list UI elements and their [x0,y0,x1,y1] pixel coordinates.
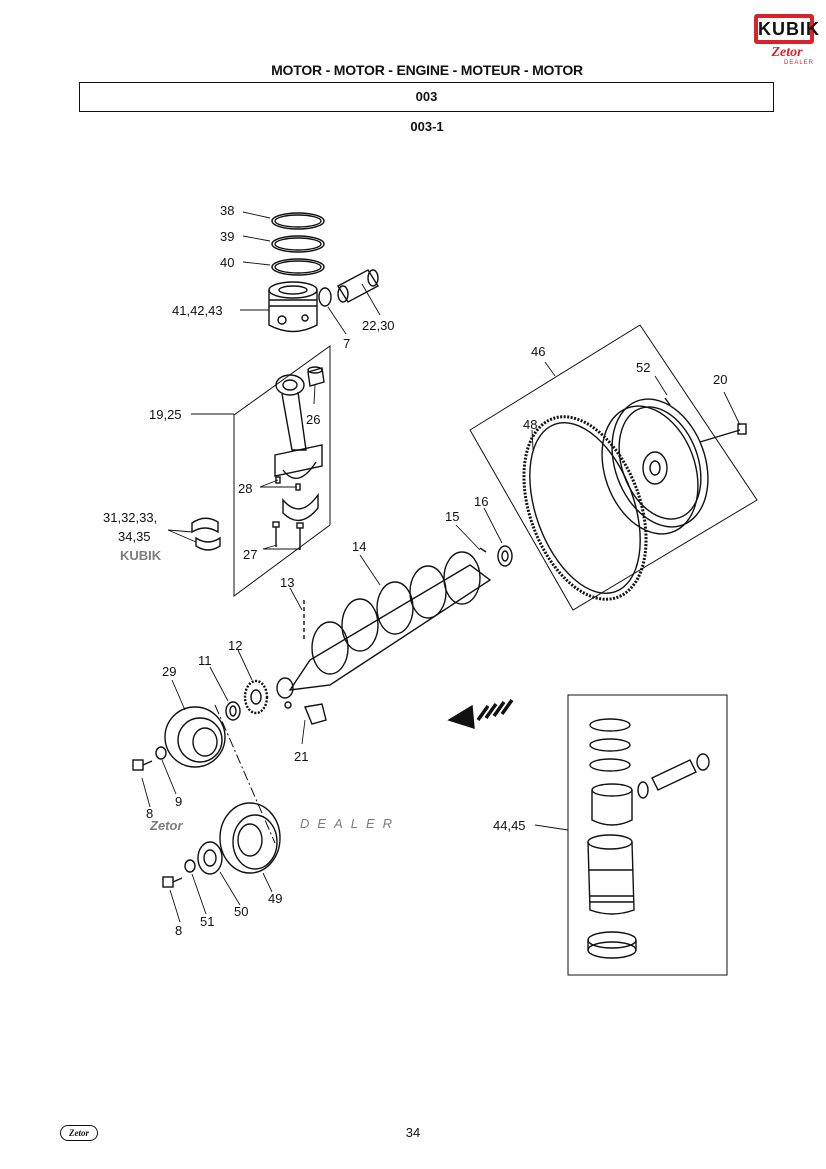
callout-7: 7 [343,336,350,351]
callout-28: 28 [238,481,252,496]
piston-ring-38 [271,212,325,230]
callout-41-42-43: 41,42,43 [172,303,223,318]
liner-kit-parts [587,718,710,959]
flywheel-bolt [699,423,747,443]
callout-8-top: 8 [146,806,153,821]
hub-50 [197,841,223,875]
pulley-axis [214,704,276,844]
callout-50: 50 [234,904,248,919]
oil-pump-drive [284,701,327,725]
callout-51: 51 [200,914,214,929]
bearing-shells [191,517,221,551]
callout-27: 27 [243,547,257,562]
callout-14: 14 [352,539,366,554]
callout-44-45: 44,45 [493,818,526,833]
callout-11: 11 [198,653,212,668]
callout-31-32-33: 31,32,33, [103,510,157,525]
washer-9 [155,746,167,760]
piston-ring-40 [271,258,325,276]
logo-brand-text: KUBIK [758,18,820,40]
bolt-8-top [132,759,153,771]
bolt-8-bottom [162,876,183,888]
callout-46: 46 [531,344,545,359]
pulley-29 [164,706,226,768]
callout-49: 49 [268,891,282,906]
piston-pin [337,269,379,303]
callout-40: 40 [220,255,234,270]
flywheel-pin [664,397,671,406]
group-code-box: 003 [79,82,774,112]
page-number: 34 [405,1125,421,1140]
leader-lines [141,211,741,923]
crankshaft [276,551,492,699]
crank-key [479,547,487,553]
dealer-watermark: KUBIK Zetor DEALER [120,548,400,833]
kubik-zetor-logo: KUBIK Zetor DEALER [754,14,820,68]
pulley-49 [219,802,281,874]
callout-8-bottom: 8 [175,923,182,938]
flywheel-panel [469,324,758,611]
circlip [318,287,332,307]
callout-52: 52 [636,360,650,375]
callout-39: 39 [220,229,234,244]
callout-38: 38 [220,203,234,218]
page-title: MOTOR - MOTOR - ENGINE - MOTEUR - MOTOR [271,62,583,78]
timing-gear [243,679,269,715]
callout-22-30: 22,30 [362,318,395,333]
piston [268,281,318,333]
callout-48: 48 [523,417,537,432]
washer-51 [184,859,196,873]
callout-26: 26 [306,412,320,427]
connecting-rod [274,374,323,479]
watermark-dealer: DEALER [300,816,400,831]
direction-arrow [447,698,514,729]
conrod-bolts [272,521,304,550]
footer-zetor-logo: Zetor [60,1125,98,1141]
piston-ring-39 [271,235,325,253]
callout-15: 15 [445,509,459,524]
callout-12: 12 [228,638,242,653]
callout-29: 29 [162,664,176,679]
callout-21: 21 [294,749,308,764]
flywheel [601,398,709,535]
watermark-brand: KUBIK [120,548,162,563]
figure-code: 003-1 [410,119,444,134]
callout-19-25: 19,25 [149,407,182,422]
callout-16: 16 [474,494,488,509]
callout-13: 13 [280,575,294,590]
watermark-sub: Zetor [149,818,183,833]
logo-dealer-text: DEALER [783,60,814,66]
callout-9: 9 [175,794,182,809]
callout-labels: 38 39 40 41,42,43 22,30 7 46 52 20 19,25… [103,203,727,938]
small-end-bush [307,366,325,387]
conrod-cap [282,492,319,521]
logo-zetor-text: Zetor [771,45,803,60]
logo-badge: KUBIK [754,14,820,44]
spacer-ring [225,701,241,721]
callout-20: 20 [713,372,727,387]
exploded-parts-diagram: KUBIK Zetor DEALER [103,203,758,976]
crank-seal [497,545,513,567]
ring-gear [522,415,648,601]
conrod-panel [233,345,331,597]
callout-34-35: 34,35 [118,529,151,544]
liner-kit-panel [567,694,728,976]
